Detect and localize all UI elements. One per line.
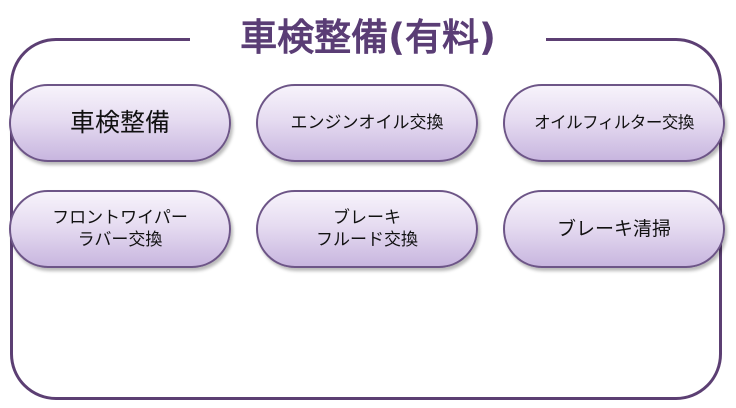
- service-label: フロントワイパー ラバー交換: [52, 207, 188, 250]
- service-label: エンジンオイル交換: [290, 112, 444, 133]
- service-button-oil-filter[interactable]: オイルフィルター交換: [503, 84, 725, 162]
- service-label: オイルフィルター交換: [534, 113, 694, 133]
- service-label: ブレーキ フルード交換: [316, 207, 418, 250]
- service-button-inspection[interactable]: 車検整備: [9, 84, 231, 162]
- service-label: ブレーキ清掃: [556, 217, 671, 240]
- service-label: 車検整備: [69, 107, 170, 137]
- service-button-engine-oil[interactable]: エンジンオイル交換: [256, 84, 478, 162]
- service-button-wiper-rubber[interactable]: フロントワイパー ラバー交換: [9, 190, 231, 268]
- service-button-brake-fluid[interactable]: ブレーキ フルード交換: [256, 190, 478, 268]
- section-title: 車検整備(有料): [190, 12, 546, 64]
- service-button-brake-cleaning[interactable]: ブレーキ清掃: [503, 190, 725, 268]
